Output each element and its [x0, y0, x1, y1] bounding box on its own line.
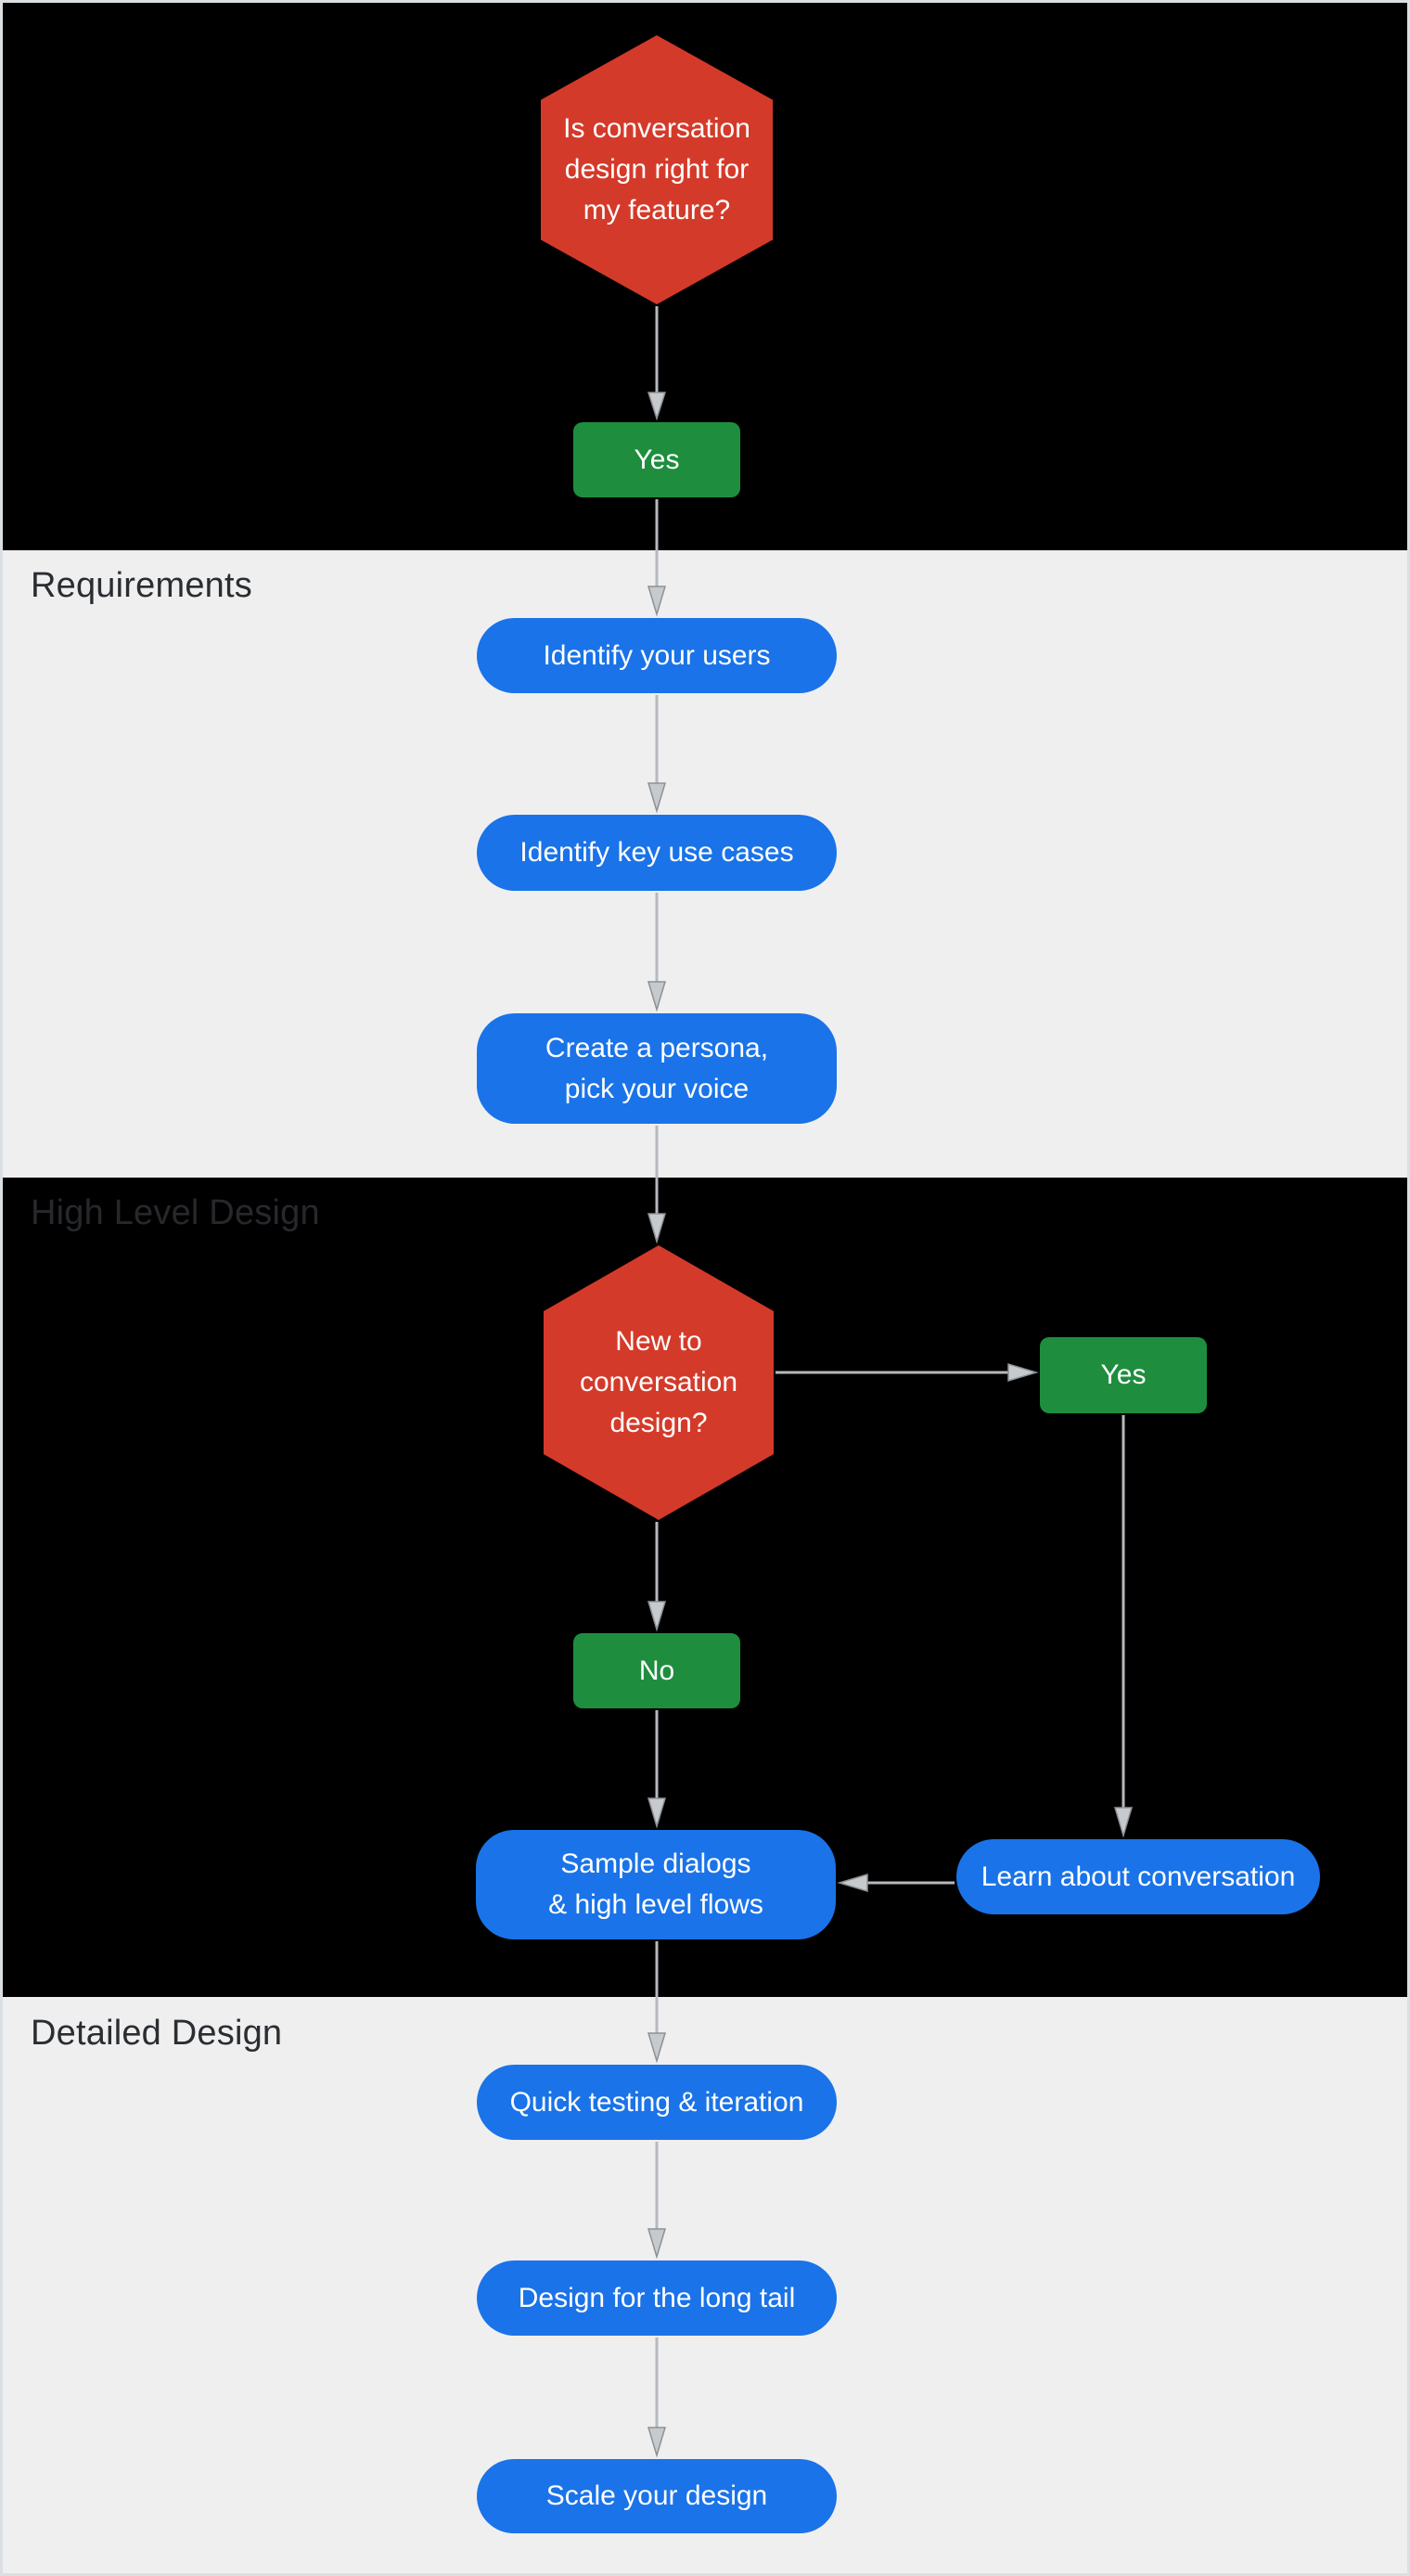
- arrow-identify-users-identify-use-cases: [647, 695, 667, 814]
- node-step-quick-testing-iteration: Quick testing & iteration: [477, 2065, 837, 2140]
- arrow-decision1-yes1: [647, 306, 667, 421]
- edges-layer: [647, 306, 1134, 2458]
- arrow-sample-dialogs-quick-testing: [647, 1941, 667, 2064]
- arrow-yes2-learn-conversation: [1113, 1415, 1134, 1838]
- node-step-create-a-persona: Create a persona, pick your voice: [477, 1013, 837, 1124]
- node-step-identify-key-use-cases: Identify key use cases: [477, 815, 837, 891]
- arrow-yes1-identify-users: [647, 499, 667, 617]
- node-step-scale-your-design: Scale your design: [477, 2459, 837, 2533]
- node-step-sample-dialogs: Sample dialogs & high level flows: [476, 1830, 836, 1939]
- section-label-high-level-design: High Level Design: [31, 1193, 320, 1232]
- node-step-learn-about-conversation: Learn about conversation: [956, 1839, 1320, 1914]
- arrow-create-persona-decision2: [647, 1126, 667, 1244]
- node-step-identify-your-users: Identify your users: [477, 618, 837, 693]
- node-step-design-for-the-long-tail: Design for the long tail: [477, 2260, 837, 2336]
- node-decision-new-to-conversation-design: New to conversation design?: [544, 1245, 774, 1520]
- arrow-quick-testing-long-tail: [647, 2142, 667, 2260]
- arrow-decision2-no1: [647, 1522, 667, 1632]
- node-answer-no: No: [573, 1633, 740, 1708]
- arrow-learn-conversation-sample-dialogs: [837, 1873, 955, 1893]
- section-label-detailed-design: Detailed Design: [31, 2014, 283, 2053]
- arrow-no1-sample-dialogs: [647, 1710, 667, 1829]
- arrow-identify-use-cases-create-persona: [647, 893, 667, 1012]
- node-answer-yes-1: Yes: [573, 422, 740, 497]
- section-label-requirements: Requirements: [31, 566, 252, 605]
- arrow-decision2-yes2: [776, 1362, 1039, 1383]
- node-decision-is-conversation-design-right: Is conversation design right for my feat…: [541, 35, 773, 304]
- arrow-long-tail-scale-design: [647, 2338, 667, 2458]
- node-answer-yes-2: Yes: [1040, 1337, 1207, 1413]
